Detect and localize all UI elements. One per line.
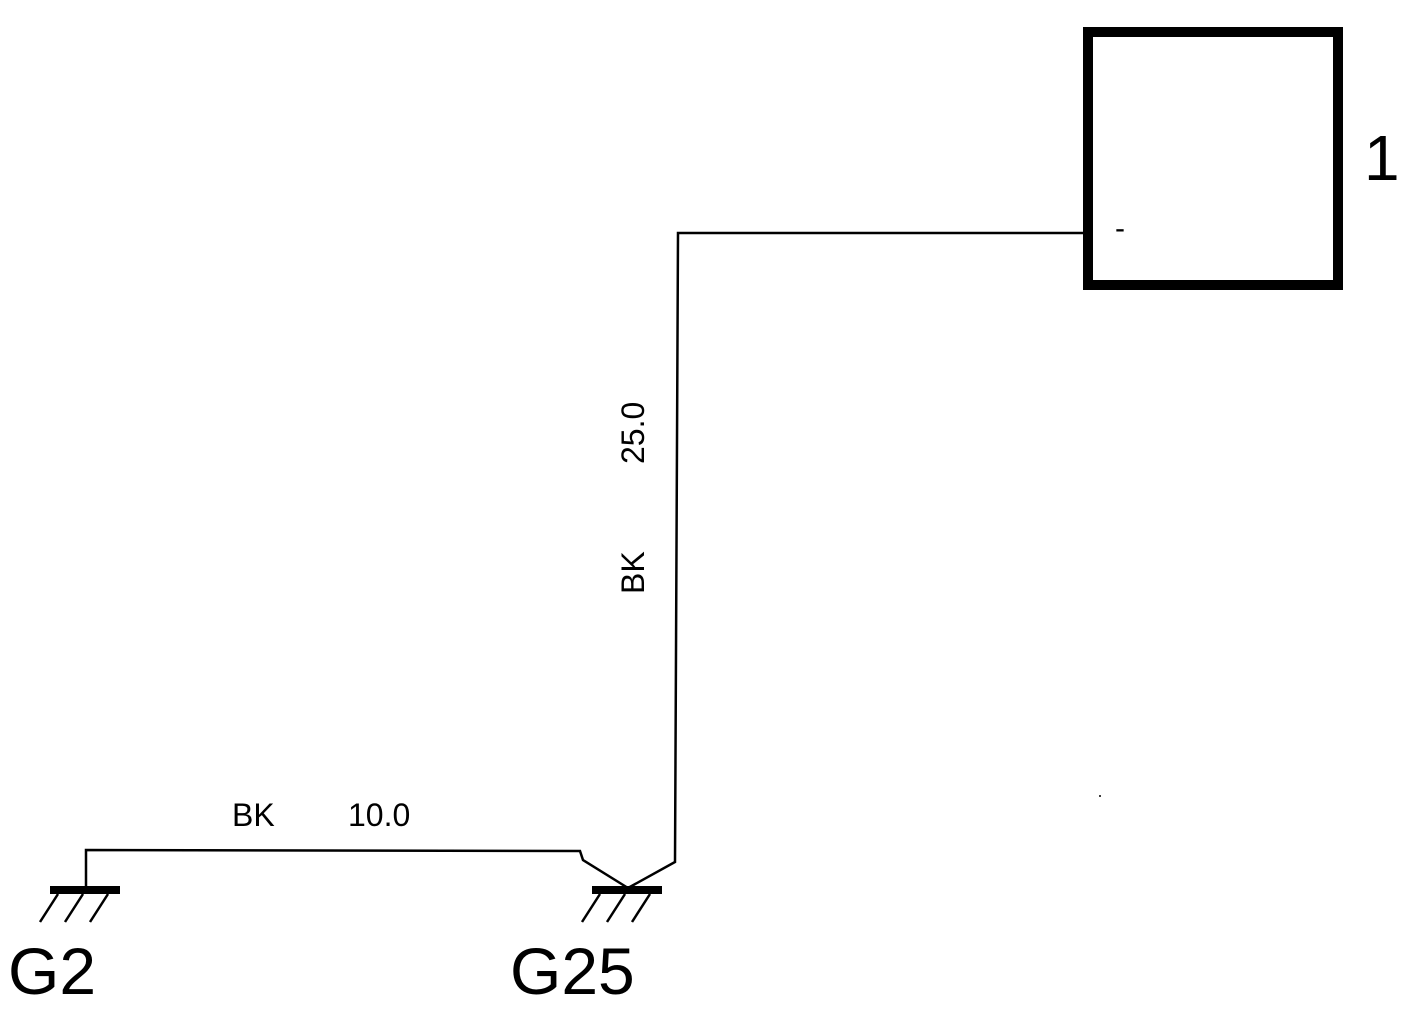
- wire-bk-25-color-label: BK: [615, 551, 651, 594]
- wire-bk-10-size-label: 10.0: [348, 797, 410, 833]
- component-label: 1: [1364, 122, 1400, 194]
- component-box[interactable]: [1083, 27, 1343, 290]
- ground-symbol-g25[interactable]: [580, 886, 662, 923]
- ground-symbol-g2[interactable]: [38, 886, 120, 923]
- wire-bk-25-size-label: 25.0: [615, 402, 651, 464]
- wire-bk-25[interactable]: [627, 231, 1088, 890]
- ground-label-g2: G2: [8, 934, 96, 1008]
- stray-dot: [1099, 795, 1101, 797]
- wire-bk-10-color-label: BK: [232, 797, 275, 833]
- ground-label-g25: G25: [510, 934, 635, 1008]
- wire-bk-10[interactable]: [84, 848, 629, 890]
- component-pin-label: -: [1115, 212, 1125, 245]
